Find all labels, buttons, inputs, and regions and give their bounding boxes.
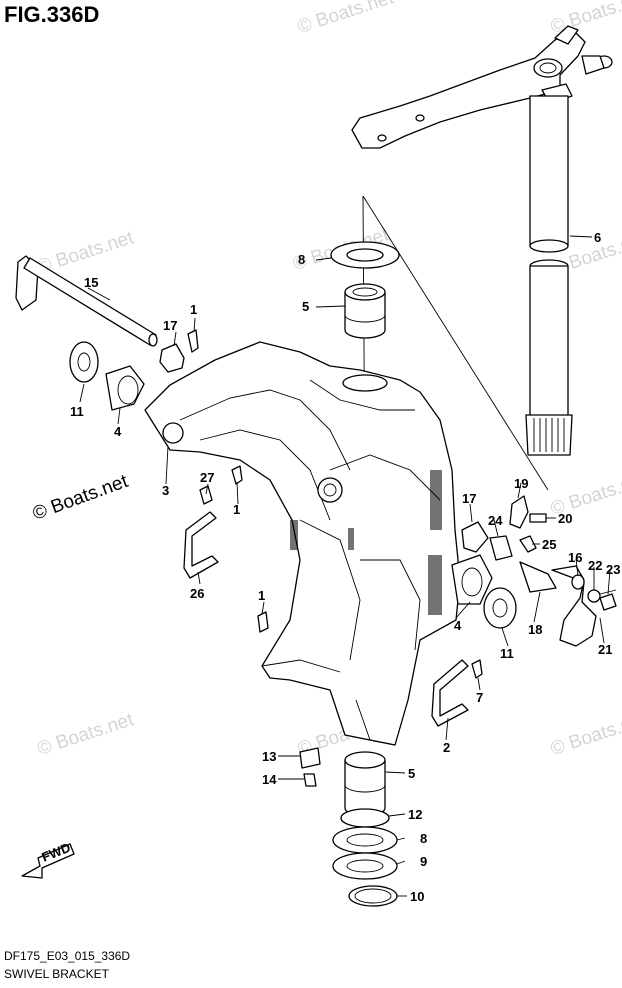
callout-1: 1: [190, 302, 197, 317]
bush-part-17: [159, 343, 185, 373]
callout-27: 27: [200, 470, 214, 485]
callout-8: 8: [298, 252, 305, 267]
callout-22: 22: [588, 558, 602, 573]
callout-24: 24: [488, 513, 503, 528]
lower-bushing-stack: [332, 751, 398, 907]
callout-11: 11: [70, 404, 84, 419]
fwd-arrow-icon: [21, 843, 75, 879]
steering-shaft-part-6: [351, 25, 613, 456]
callout-23: 23: [606, 562, 620, 577]
callout-12: 12: [408, 807, 422, 822]
callout-1b: 1: [233, 502, 240, 517]
callout-17: 17: [163, 318, 177, 333]
bolt-part-27: [199, 485, 213, 505]
callout-18: 18: [528, 622, 542, 637]
clip-part-2: [431, 659, 469, 727]
tilt-lock-lever-part-18: [519, 561, 617, 647]
diagram-code: DF175_E03_015_336D: [4, 949, 131, 963]
callout-9: 9: [420, 854, 427, 869]
bolt-part-7: [471, 659, 483, 679]
callout-4b: 4: [454, 618, 462, 633]
plate-part-19: [509, 495, 529, 529]
bolt-part-1-lower: [257, 611, 269, 633]
callout-4: 4: [114, 424, 122, 439]
grease-nipple-part-1: [187, 329, 199, 353]
callout-10: 10: [410, 889, 424, 904]
callout-16: 16: [568, 550, 582, 565]
callout-2: 2: [443, 740, 450, 755]
bolt-part-1-mid: [231, 465, 243, 485]
callout-8b: 8: [420, 831, 427, 846]
callout-20: 20: [558, 511, 572, 526]
callout-13: 13: [262, 749, 276, 764]
callout-6: 6: [594, 230, 601, 245]
callout-15: 15: [84, 275, 98, 290]
bolt-part-14: [303, 773, 317, 787]
washer-part-8-upper: [330, 241, 400, 269]
callout-7: 7: [476, 690, 483, 705]
callout-1c: 1: [258, 588, 265, 603]
callout-5: 5: [302, 299, 309, 314]
washer-part-11-left: [69, 341, 99, 383]
figure-title: FIG.336D: [4, 2, 100, 27]
callout-5b: 5: [408, 766, 415, 781]
clip-part-26: [183, 511, 219, 579]
bolt-part-20: [529, 513, 547, 523]
callout-17b: 17: [462, 491, 476, 506]
stopper-part-13: [299, 747, 321, 769]
callout-19: 19: [514, 476, 528, 491]
bushing-part-5-upper: [344, 283, 386, 339]
callout-26: 26: [190, 586, 204, 601]
callout-3: 3: [162, 483, 169, 498]
callout-14: 14: [262, 772, 277, 787]
diagram-caption: SWIVEL BRACKET: [4, 967, 109, 981]
callout-11b: 11: [500, 646, 514, 661]
swivel-bracket-body: [144, 341, 461, 746]
tilt-tube-part-15: [15, 255, 158, 347]
callout-21: 21: [598, 642, 612, 657]
right-side-bush-set: [451, 521, 517, 629]
bushing-part-4-left: [105, 365, 145, 411]
spring-part-25: [519, 535, 537, 553]
callout-25: 25: [542, 537, 556, 552]
